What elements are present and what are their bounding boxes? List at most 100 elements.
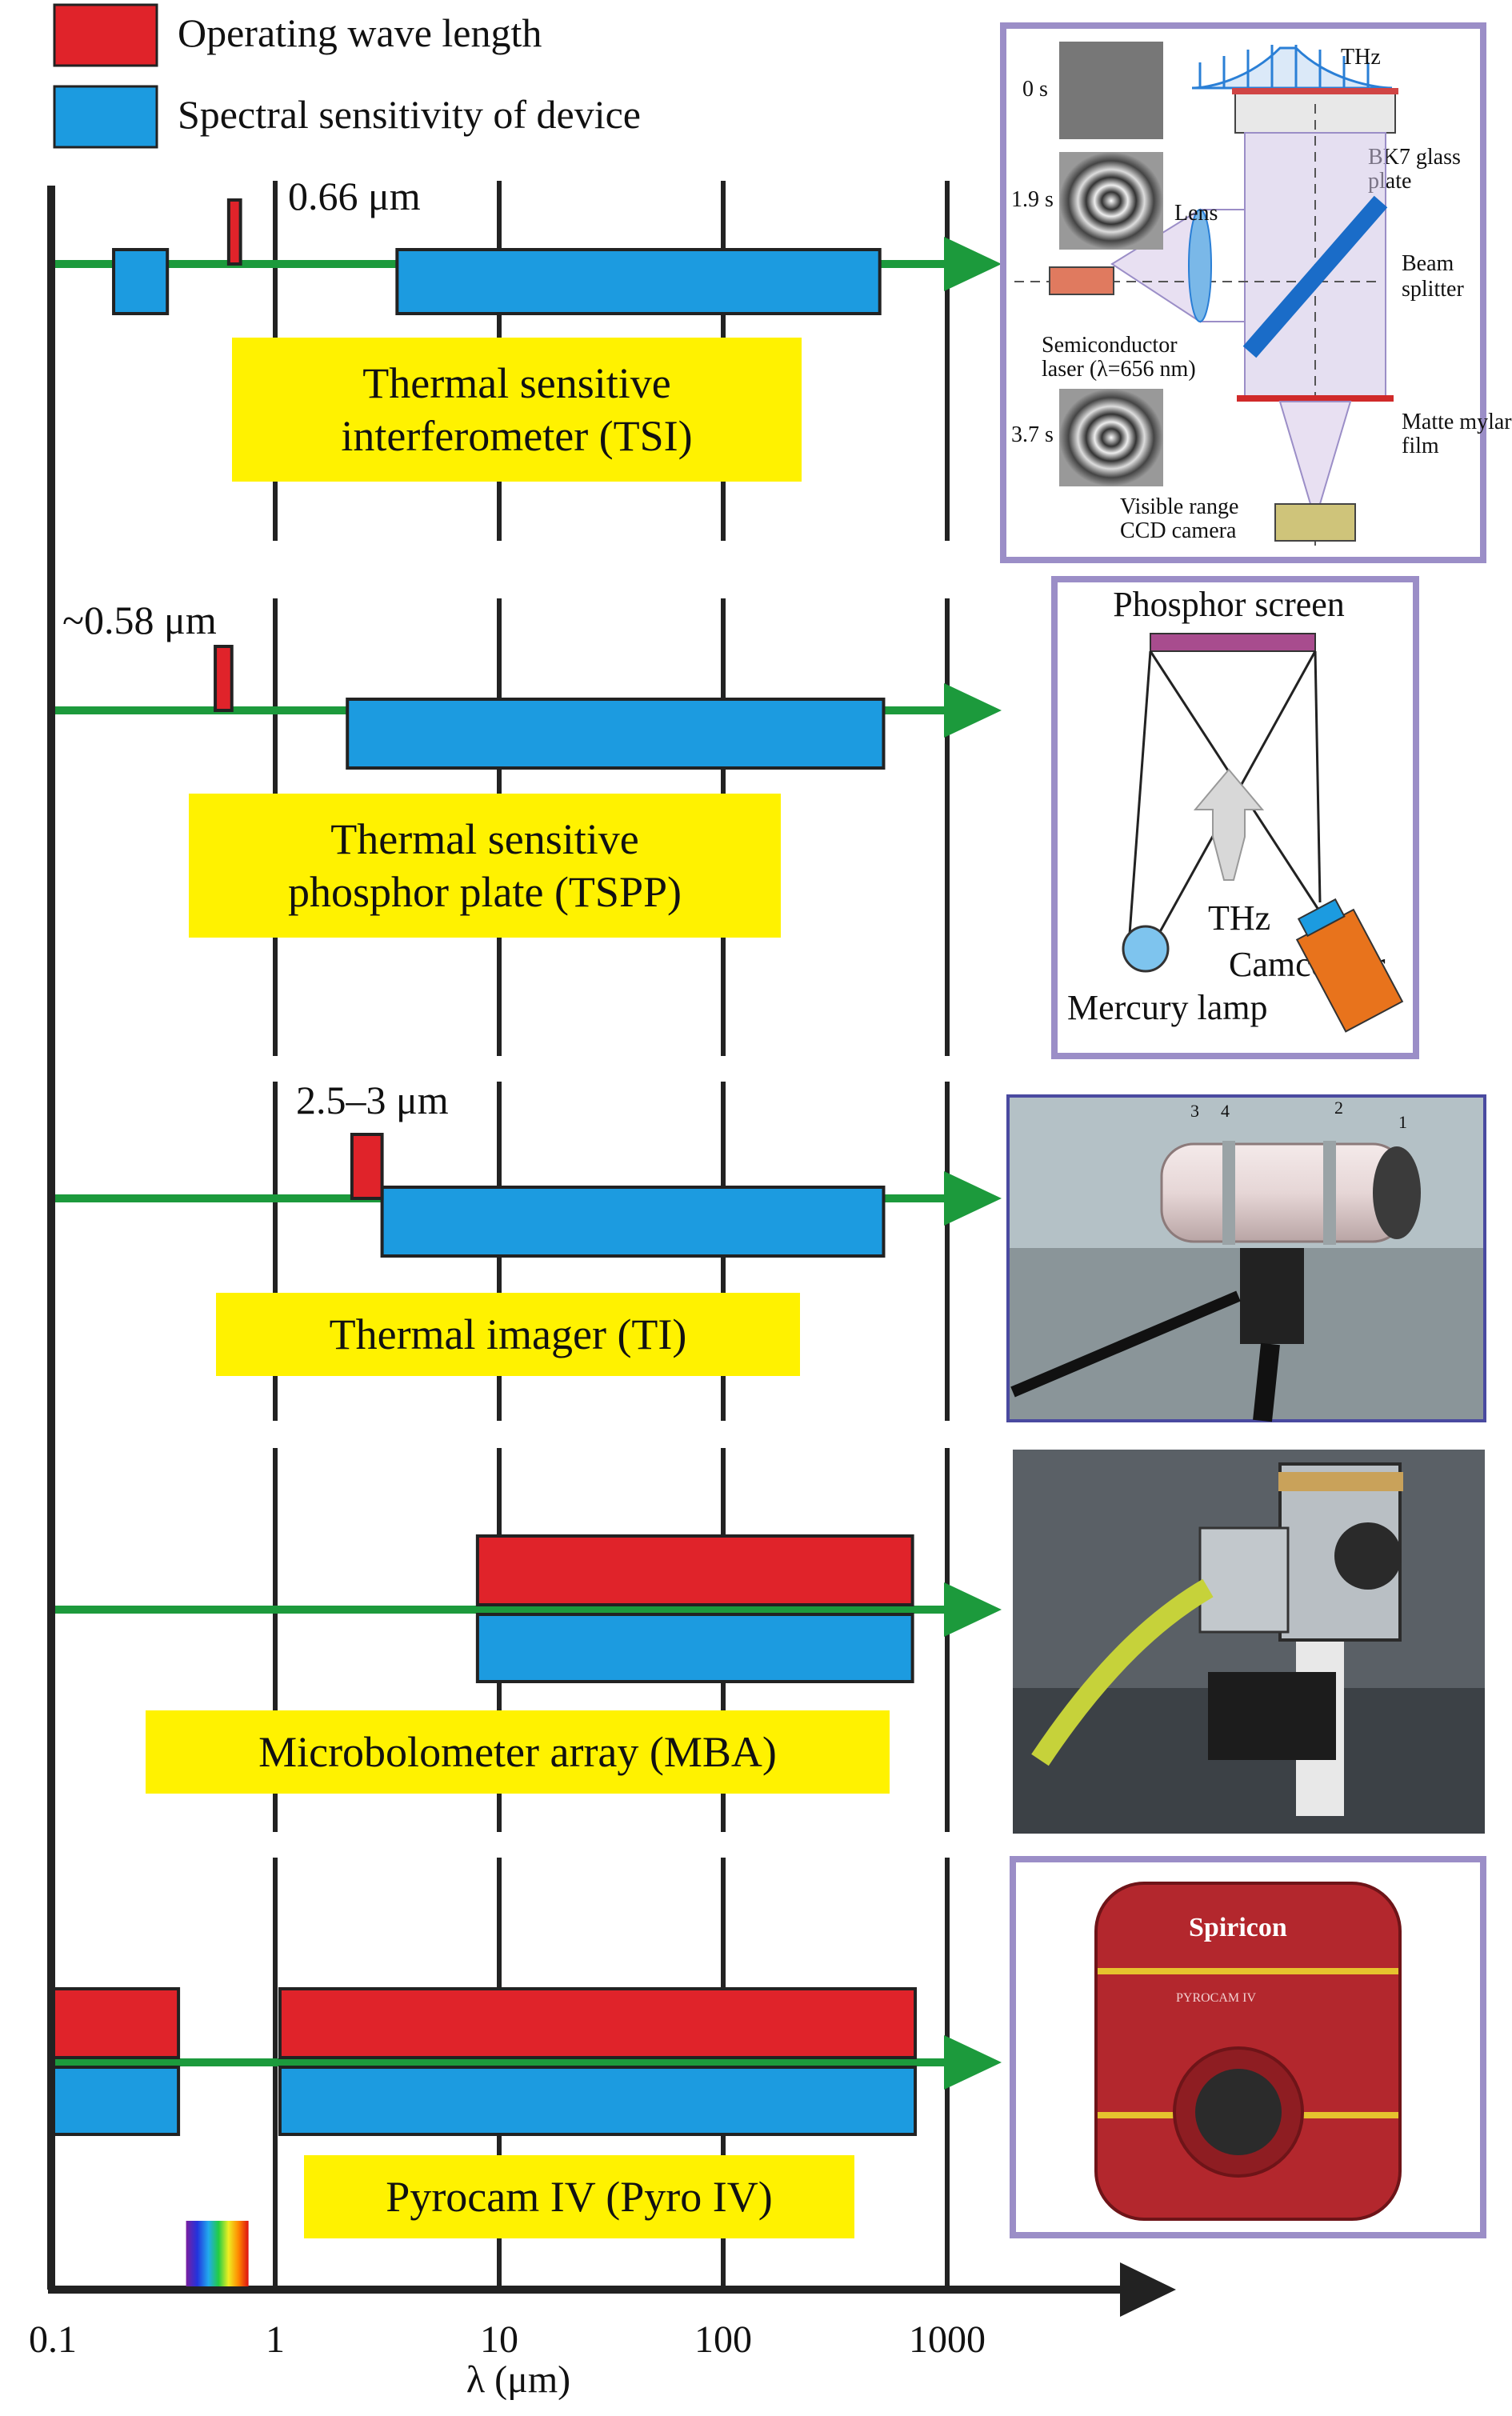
mylar-label-line2: film (1402, 434, 1439, 458)
axes (47, 186, 1176, 2317)
operating-bar-3-0 (475, 1534, 914, 1606)
legend-label-operating: Operating wave length (178, 10, 542, 55)
lens-label: Lens (1174, 201, 1218, 226)
operating-label-0: 0.66 μm (288, 174, 421, 218)
mba-cable (1031, 1578, 1214, 1766)
ti-marker-4: 4 (1221, 1101, 1230, 1121)
operating-bar-0-0 (226, 198, 242, 266)
tripod-head (1240, 1248, 1304, 1344)
device-name-line-0-0: Thermal sensitive (362, 359, 670, 407)
legend-label-sensitivity: Spectral sensitivity of device (178, 92, 641, 137)
x-axis-arrowhead (1120, 2262, 1176, 2317)
pyro-brand: Spiricon (1189, 1913, 1287, 1942)
semiconductor-laser (1049, 266, 1114, 295)
fringe-image-1-9s (1059, 152, 1163, 250)
mercury-lamp-label: Mercury lamp (1067, 988, 1267, 1027)
pyrocam-aperture (1195, 2069, 1282, 2155)
signal-arrow-head-1 (944, 683, 1002, 738)
device-row-0: 0.66 μm Thermal sensitive interferometer (… (54, 174, 1002, 482)
fringe-image-0s (1059, 42, 1163, 139)
tspp-thz-label: THz (1208, 898, 1270, 938)
ccd-camera (1274, 503, 1356, 542)
signal-arrow-head-3 (944, 1582, 1002, 1637)
mylar-film (1237, 395, 1394, 402)
imager-cylinder (1160, 1142, 1406, 1243)
visible-spectrum-swatch (186, 2221, 249, 2286)
device-name-box-2 (216, 1293, 800, 1376)
tripod-handle (1010, 1290, 1241, 1398)
laser-label-line1: Semiconductor (1042, 333, 1178, 358)
sensitivity-bar-4-1 (278, 2066, 918, 2136)
operating-label-1: ~0.58 μm (62, 598, 217, 642)
operating-label-2: 2.5–3 μm (296, 1078, 449, 1122)
tspp-schematic-panel: Phosphor screen THz Camcorder Mercury la… (1051, 576, 1419, 1059)
x-tick-label-0.1: 0.1 (29, 2318, 77, 2361)
mercury-lamp-icon (1122, 925, 1170, 973)
sensitivity-bar-2-0 (380, 1186, 886, 1258)
device-name-box-4 (304, 2155, 854, 2238)
operating-bar-1-0 (214, 645, 234, 712)
thz-arrow-shape (1193, 768, 1265, 881)
x-tick-label-1000: 1000 (909, 2318, 986, 2361)
x-tick-label-1: 1 (266, 2318, 285, 2361)
fringe-image-3-7s (1059, 389, 1163, 486)
lens (1188, 209, 1212, 322)
ccd-label-line1: Visible range (1120, 494, 1238, 519)
ccd-label-line2: CCD camera (1120, 518, 1237, 543)
device-name-line-2-0: Thermal imager (TI) (330, 1310, 687, 1358)
phosphor-screen (1150, 633, 1316, 652)
device-name-box-1 (189, 794, 781, 938)
mylar-label-line1: Matte mylar (1402, 410, 1512, 434)
sensitivity-bar-1-0 (346, 698, 886, 770)
operating-bar-2-0 (350, 1133, 384, 1200)
device-name-line-0-1: interferometer (TSI) (341, 412, 692, 460)
beam-label-line1: Beam (1402, 251, 1454, 276)
x-tick-labels: 0.1 1 10 100 1000 (29, 2318, 986, 2361)
x-axis-label: λ (μm) (466, 2358, 570, 2401)
sensitivity-bar-0-0 (112, 248, 170, 315)
fringe-time-0: 0 s (1022, 77, 1048, 102)
sensitivity-bar-3-0 (475, 1613, 914, 1683)
sensitivity-bar-4-0 (50, 2066, 181, 2136)
operating-bar-4-0 (50, 1987, 181, 2059)
device-row-2: 2.5–3 μm Thermal imager (TI) (54, 1078, 1002, 1376)
signal-arrow-head-2 (944, 1171, 1002, 1226)
legend-swatch-sensitivity (53, 85, 158, 149)
camcorder-icon (1295, 898, 1404, 1033)
pyrocam-photo: Spiricon PYROCAM IV (1010, 1856, 1486, 2238)
imager-lens (1373, 1146, 1421, 1239)
device-name-line-3-0: Microbolometer array (MBA) (258, 1728, 777, 1776)
operating-bar-4-1 (278, 1987, 918, 2059)
thermal-imager-photo: 3 4 2 1 (1006, 1094, 1486, 1422)
device-name-line-1-0: Thermal sensitive (330, 815, 638, 863)
phosphor-screen-label: Phosphor screen (1113, 585, 1345, 624)
ti-marker-3: 3 (1190, 1101, 1199, 1121)
signal-arrow-head-4 (944, 2035, 1002, 2090)
mba-aperture (1334, 1522, 1402, 1590)
ti-marker-2: 2 (1334, 1098, 1343, 1118)
device-name-box-0 (232, 338, 802, 482)
device-name-box-3 (146, 1710, 890, 1794)
laser-label-line2: laser (λ=656 nm) (1042, 357, 1196, 382)
beam-label-line2: splitter (1402, 277, 1464, 302)
ti-marker-1: 1 (1398, 1112, 1407, 1132)
legend-swatch-operating (53, 3, 158, 67)
tsi-schematic-panel: THz BK7 glass plate Lens Beam splitter S… (1000, 22, 1512, 563)
device-row-4: Pyrocam IV (Pyro IV) (50, 1987, 1002, 2238)
microbolometer-photo (1013, 1450, 1485, 1834)
bk7-plate-top (1232, 88, 1398, 94)
tsi-thz-label: THz (1341, 45, 1381, 70)
device-rows: 0.66 μm Thermal sensitive interferometer (… (50, 174, 1002, 2238)
sensitivity-bar-0-1 (395, 248, 882, 315)
device-row-3: Microbolometer array (MBA) (54, 1534, 1002, 1794)
fringe-time-2: 3.7 s (1011, 422, 1054, 447)
fringe-time-1: 1.9 s (1011, 187, 1054, 212)
x-tick-label-10: 10 (480, 2318, 518, 2361)
pyro-model: PYROCAM IV (1176, 1991, 1256, 2005)
legend: Operating wave length Spectral sensitivi… (53, 3, 641, 149)
x-tick-label-100: 100 (694, 2318, 752, 2361)
beam-splitter (1242, 195, 1388, 358)
device-name-line-4-0: Pyrocam IV (Pyro IV) (386, 2173, 772, 2221)
